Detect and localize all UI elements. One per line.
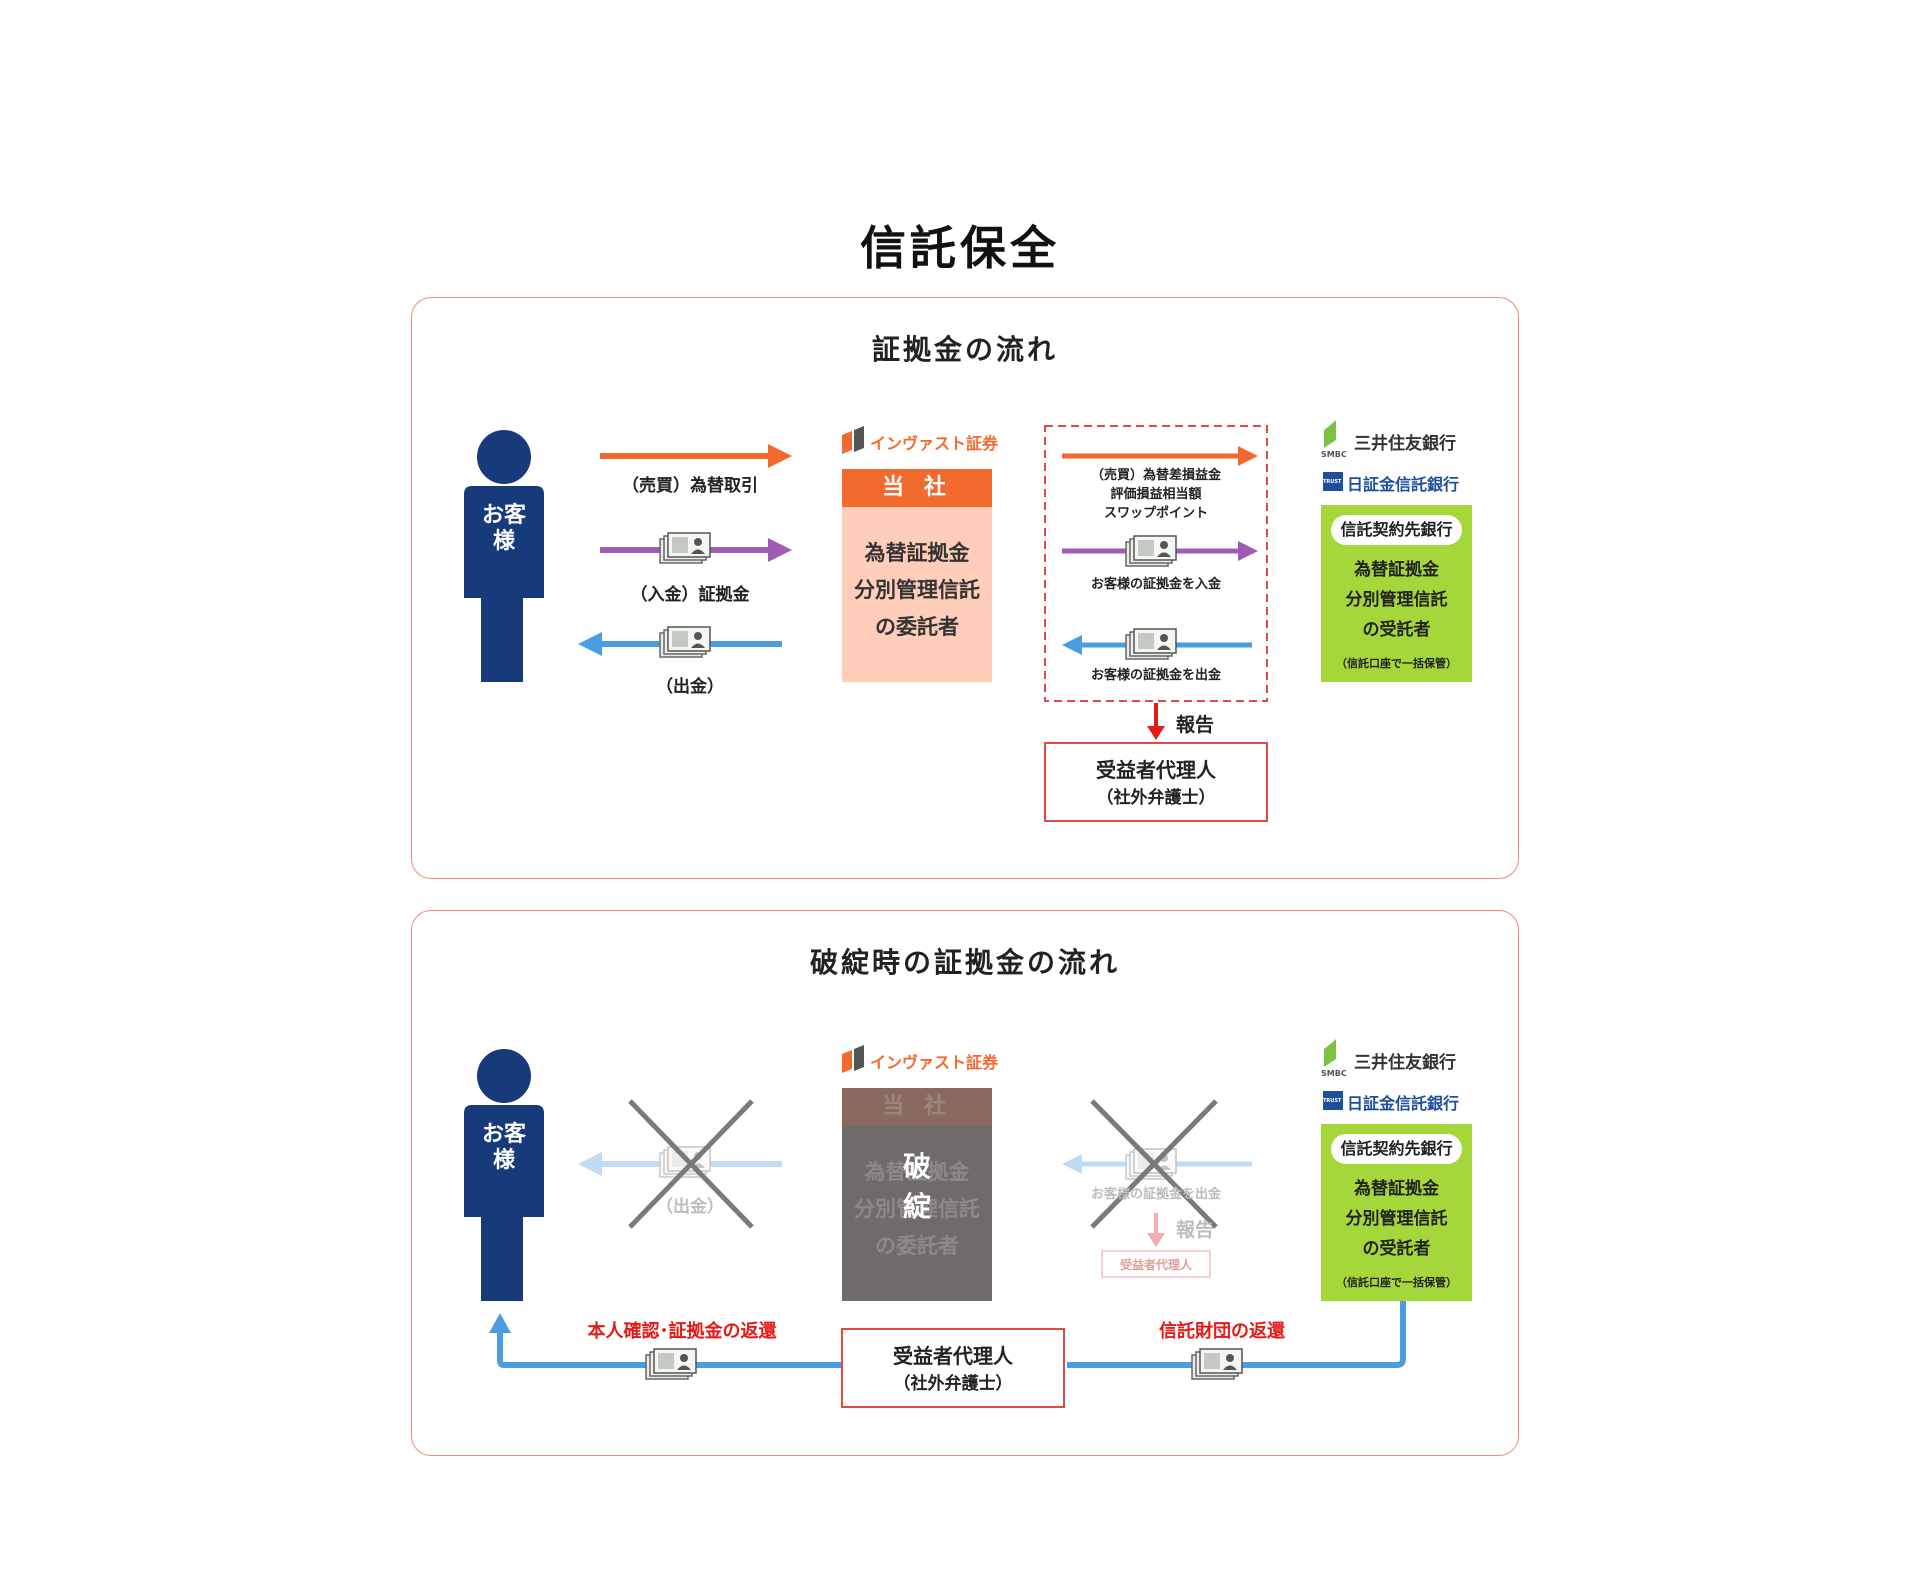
- invast-logo-icon: [842, 426, 864, 454]
- page-title: 信託保全: [860, 221, 1060, 275]
- trust-bank-note: （信託口座で一括保管）: [1336, 657, 1457, 670]
- agent-line: 受益者代理人: [893, 1344, 1013, 1368]
- withdraw-label: （出金）: [656, 677, 724, 697]
- trust-bank-role: 為替証拠金 分別管理信託 の受託者: [1321, 555, 1472, 645]
- bank2-name: 日証金信託銀行: [1347, 475, 1460, 494]
- panel-title: 証拠金の流れ: [871, 333, 1058, 366]
- company-role-box: 為替証拠金 分別管理信託 の委託者: [842, 507, 992, 682]
- return-right-label: 信託財団の返還: [1159, 1321, 1285, 1342]
- trust-deposit-arrow: [1062, 535, 1258, 567]
- trust-flow-box: [1044, 425, 1268, 702]
- bank1-mark: SMBC: [1321, 450, 1347, 459]
- cross-mark-icon: [1090, 1099, 1218, 1229]
- trust-bank-role-line: 分別管理信託: [1345, 1209, 1448, 1229]
- panel-title: 破綻時の証拠金の流れ: [809, 946, 1120, 979]
- trust-bank-note: （信託口座で一括保管）: [1336, 1276, 1457, 1289]
- customer-figure-icon: [464, 1049, 544, 1301]
- beneficiary-agent-box: 受益者代理人 （社外弁護士）: [1044, 742, 1268, 822]
- bankrupt-char: 綻: [902, 1190, 931, 1223]
- pnl-arrow: [1062, 446, 1258, 466]
- company-role-line: 分別管理信託: [854, 1197, 980, 1221]
- bank1-name: 三井住友銀行: [1354, 434, 1456, 454]
- faded-trust-withdraw-label: お客様の証拠金を出金: [1090, 1187, 1221, 1202]
- nisshokin-logo-icon: [1323, 1091, 1343, 1110]
- company-role-line: の委託者: [875, 1234, 959, 1258]
- smbc-logo-icon: [1324, 420, 1336, 448]
- trade-arrow: [600, 444, 792, 468]
- agent-line: 受益者代理人: [1096, 758, 1216, 782]
- bankrupt-char: 破: [902, 1150, 931, 1183]
- pnl-label-line: （売買）為替差損益金: [1090, 468, 1221, 483]
- return-left-label: 本人確認･証拠金の返還: [587, 1321, 777, 1342]
- normal-flow-panel: 証拠金の流れ: [411, 297, 1519, 879]
- bank1-name: 三井住友銀行: [1354, 1053, 1456, 1073]
- trust-bank-box: 信託契約先銀行 為替証拠金 分別管理信託 の受託者 （信託口座で一括保管）: [1321, 505, 1472, 682]
- pnl-label-line: 評価損益相当額: [1110, 487, 1202, 502]
- deposit-label: （入金）証拠金: [630, 585, 750, 605]
- pnl-label-line: スワップポイント: [1103, 506, 1208, 521]
- agent-line: （社外弁護士）: [893, 1374, 1013, 1394]
- trade-label: （売買）為替取引: [622, 476, 758, 496]
- smbc-logo-icon: [1324, 1039, 1336, 1067]
- bankruptcy-flow-panel: 破綻時の証拠金の流れ: [411, 910, 1519, 1456]
- invast-brand: インヴァスト証券: [870, 1053, 999, 1072]
- company-role-line: の委託者: [875, 615, 959, 639]
- company-role-line: 分別管理信託: [854, 578, 980, 602]
- cross-mark-icon: [628, 1099, 754, 1229]
- nisshokin-logo-icon: [1323, 472, 1343, 491]
- faded-agent-label: 受益者代理人: [1119, 1258, 1192, 1272]
- company-tag: 当 社: [842, 469, 992, 507]
- company-role-box-faded: 為替証拠金 分別管理信託 の委託者: [842, 1126, 992, 1301]
- trust-bank-role-line: の受託者: [1362, 1239, 1431, 1259]
- bank2-mark: TRUST: [1323, 1098, 1342, 1104]
- report-label: 報告: [1176, 714, 1215, 736]
- trust-bank-role: 為替証拠金 分別管理信託 の受託者: [1321, 1174, 1472, 1264]
- trust-withdraw-label: お客様の証拠金を出金: [1090, 668, 1221, 683]
- pnl-label: （売買）為替差損益金 評価損益相当額 スワップポイント: [1048, 466, 1264, 523]
- trust-withdraw-arrow: [1062, 628, 1252, 660]
- trust-bank-tag: 信託契約先銀行: [1331, 515, 1462, 545]
- trust-deposit-label: お客様の証拠金を入金: [1090, 577, 1221, 592]
- bankruptcy-flow-diagram: [464, 1039, 1406, 1380]
- agent-line: （社外弁護士）: [1096, 788, 1216, 808]
- invast-brand: インヴァスト証券: [870, 434, 999, 453]
- faded-withdraw-label: （出金）: [656, 1197, 724, 1217]
- faded-trust-withdraw-arrow: [1062, 1148, 1252, 1180]
- customer-figure-icon: [464, 430, 544, 682]
- bankrupt-label: 破 綻: [887, 1147, 947, 1227]
- trust-bank-role-line: 分別管理信託: [1345, 590, 1448, 610]
- trust-bank-role-line: の受託者: [1362, 620, 1431, 640]
- faded-report-arrow: [1147, 1213, 1165, 1247]
- bank2-name: 日証金信託銀行: [1347, 1094, 1460, 1113]
- bank2-mark: TRUST: [1323, 479, 1342, 485]
- return-flow-arrow: [489, 1301, 1406, 1380]
- trust-bank-box: 信託契約先銀行 為替証拠金 分別管理信託 の受託者 （信託口座で一括保管）: [1321, 1124, 1472, 1301]
- deposit-arrow: [600, 532, 792, 564]
- customer-label: お客様: [482, 503, 527, 554]
- withdraw-arrow: [578, 626, 782, 658]
- invast-logo-icon: [842, 1045, 864, 1073]
- trust-bank-role-line: 為替証拠金: [1354, 560, 1439, 580]
- beneficiary-agent-box: 受益者代理人 （社外弁護士）: [841, 1328, 1065, 1408]
- normal-flow-diagram: [464, 420, 1343, 740]
- company-tag-faded: 当 社: [842, 1088, 992, 1126]
- report-arrow: [1147, 703, 1165, 740]
- bank1-mark: SMBC: [1321, 1069, 1347, 1078]
- faded-report-label: 報告: [1176, 1219, 1215, 1241]
- company-role-line: 為替証拠金: [864, 541, 970, 565]
- trust-bank-role-line: 為替証拠金: [1354, 1179, 1439, 1199]
- faded-agent-box: [1101, 1250, 1211, 1278]
- company-role-line: 為替証拠金: [864, 1160, 970, 1184]
- trust-bank-tag: 信託契約先銀行: [1331, 1134, 1462, 1164]
- customer-label: お客様: [482, 1122, 527, 1173]
